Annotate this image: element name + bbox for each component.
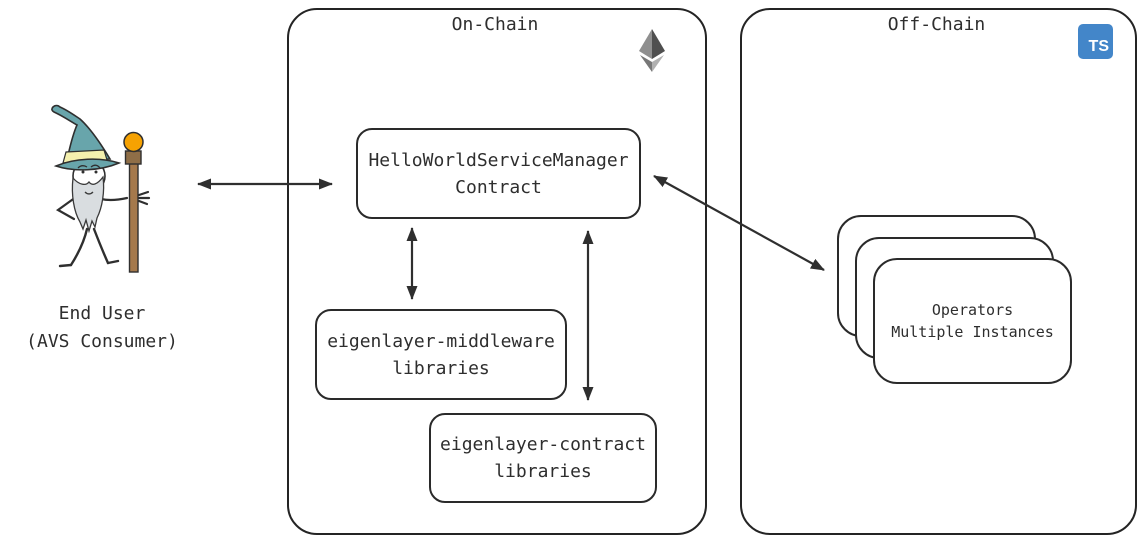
on-chain-title: On-Chain (451, 14, 539, 35)
wizard-illustration (51, 104, 151, 273)
typescript-icon: TS (1078, 24, 1113, 59)
end-user-line1: End User (58, 303, 146, 324)
wizard-hat-cone (51, 104, 112, 161)
wizard-staff-orb (123, 131, 144, 153)
wizard-hat-band (62, 149, 108, 164)
contract-line1: eigenlayer-contract (440, 434, 646, 455)
service-manager-box: HelloWorldServiceManager Contract (356, 128, 641, 219)
wizard-smile (84, 191, 94, 195)
middleware-line2: libraries (392, 357, 490, 379)
wizard-staff-cap (124, 150, 142, 165)
contract-line2: libraries (494, 461, 592, 482)
wizard-beard (71, 175, 105, 234)
end-user-line2: (AVS Consumer) (26, 331, 178, 352)
service-manager-line2: Contract (455, 176, 542, 198)
end-user-label: End User (AVS Consumer) (12, 300, 192, 356)
wizard-head (72, 159, 106, 193)
typescript-icon-label: TS (1088, 38, 1109, 55)
middleware-box: eigenlayer-middleware libraries (315, 309, 567, 400)
wizard-staff (128, 162, 139, 273)
wizard-face (77, 164, 101, 174)
wizard-arms (55, 190, 151, 221)
off-chain-title: Off-Chain (887, 14, 986, 35)
wizard-hat-brim (53, 158, 122, 171)
on-chain-container (287, 8, 707, 535)
off-chain-container (740, 8, 1137, 535)
wizard-legs (58, 227, 120, 268)
contract-box: eigenlayer-contract libraries (429, 413, 657, 503)
service-manager-line1: HelloWorldServiceManager (368, 149, 629, 171)
operators-box-front: Operators Multiple Instances (873, 258, 1072, 384)
operators-line2: Multiple Instances (891, 323, 1054, 341)
operators-line1: Operators (931, 301, 1014, 319)
middleware-line1: eigenlayer-middleware (327, 330, 555, 352)
